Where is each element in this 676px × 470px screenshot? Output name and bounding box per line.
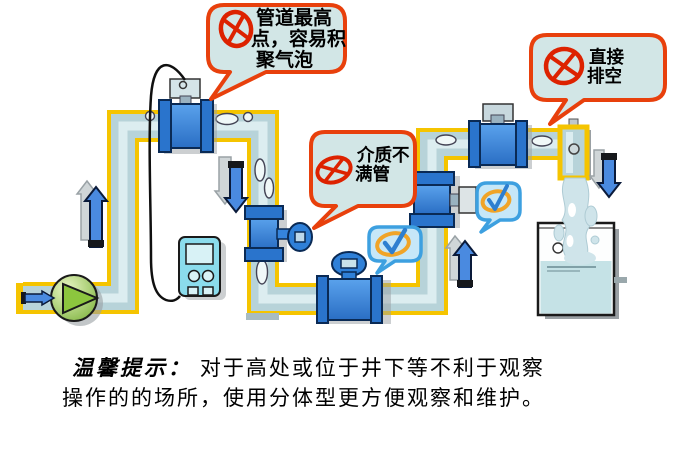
meter-flange (200, 99, 214, 153)
callout-ok-horizontal-meter (367, 225, 423, 275)
air-bubble (255, 259, 269, 285)
flow-arrow-up-right (444, 234, 479, 288)
tip-note: 温馨提示： 对于高处或位于井下等不利于观察 操作的的场所，使用分体型更方便观察和… (62, 354, 652, 414)
air-bubble (263, 177, 275, 199)
tip-line1-rest: 对于高处或位于井下等不利于观察 (192, 357, 545, 380)
meter-flange (316, 275, 329, 324)
callout-direct-drain (529, 33, 667, 126)
meter-flange (409, 213, 455, 228)
tip-line1: 温馨提示： 对于高处或位于井下等不利于观察 (62, 354, 652, 384)
callout-not-full-text-line1: 介质不 (357, 145, 410, 165)
meter-body (479, 123, 517, 166)
callout-highest-point-text-line2: 点，容易积 (251, 29, 347, 50)
display-button (201, 269, 215, 283)
tank-side-stub (614, 277, 627, 283)
display-button (187, 269, 201, 283)
flow-arrow-inlet (21, 289, 56, 307)
crossed-circle-icon (543, 46, 585, 86)
flowmeter-bottom-middle (316, 251, 391, 324)
flowmeter-right-vertical (409, 171, 477, 228)
crossed-circle-icon (315, 155, 353, 185)
air-bubble (435, 134, 457, 146)
meter-flange (515, 120, 528, 168)
pump-rotor (62, 282, 100, 315)
meter-flange (370, 275, 383, 324)
meter-body (327, 278, 372, 321)
meter-flange (468, 120, 481, 168)
callout-ok-vertical-meter (475, 181, 522, 234)
tank-bubble (552, 242, 564, 254)
pipe-inlet-cap (16, 283, 23, 314)
flow-arrow-up-left (75, 179, 110, 248)
meter-display (340, 258, 358, 269)
meter-flange (158, 99, 172, 153)
callout-direct-drain-text-line2: 排空 (587, 66, 622, 86)
remote-display-unit (178, 236, 226, 300)
junction-box (458, 186, 477, 214)
callout-direct-drain-text-line1: 直接 (589, 47, 624, 67)
callout-not-full-text-line2: 满管 (355, 164, 390, 184)
air-bubble (531, 135, 553, 147)
tip-prefix: 温馨提示： (72, 357, 192, 380)
flowmeter-top-left (158, 78, 217, 154)
valve-flange-top (244, 205, 284, 220)
gate-valve (244, 205, 313, 262)
flow-arrow-down-drain (588, 149, 623, 199)
callout-highest-point-text-line1: 管道最高 (256, 8, 333, 29)
drain-tank (536, 221, 627, 319)
check-circle-icon (480, 184, 512, 213)
valve-flange-bottom (244, 247, 284, 262)
callout-highest-point (206, 3, 347, 101)
air-bubble (215, 112, 239, 126)
signal-cable (148, 63, 187, 303)
outlet-hole (568, 143, 580, 155)
air-bubble (254, 158, 266, 182)
check-circle-icon (375, 227, 411, 257)
callout-not-full-pipe (309, 130, 417, 230)
meter-body (413, 184, 451, 215)
display-screen (185, 243, 214, 265)
water-splash (553, 177, 600, 265)
tip-line2: 操作的的场所，使用分体型更方便观察和维护。 (62, 387, 545, 410)
drain-outlet (557, 118, 591, 181)
flow-arrow-down-middle (213, 156, 250, 214)
pump (50, 274, 103, 326)
meter-body (170, 103, 202, 149)
pipe-drain-stub (246, 313, 279, 320)
air-bubble (242, 111, 254, 123)
flowmeter-top-right (468, 103, 532, 169)
tank-water (540, 261, 612, 314)
callout-highest-point-text-line3: 聚气泡 (256, 50, 314, 71)
crossed-circle-icon (218, 9, 254, 49)
